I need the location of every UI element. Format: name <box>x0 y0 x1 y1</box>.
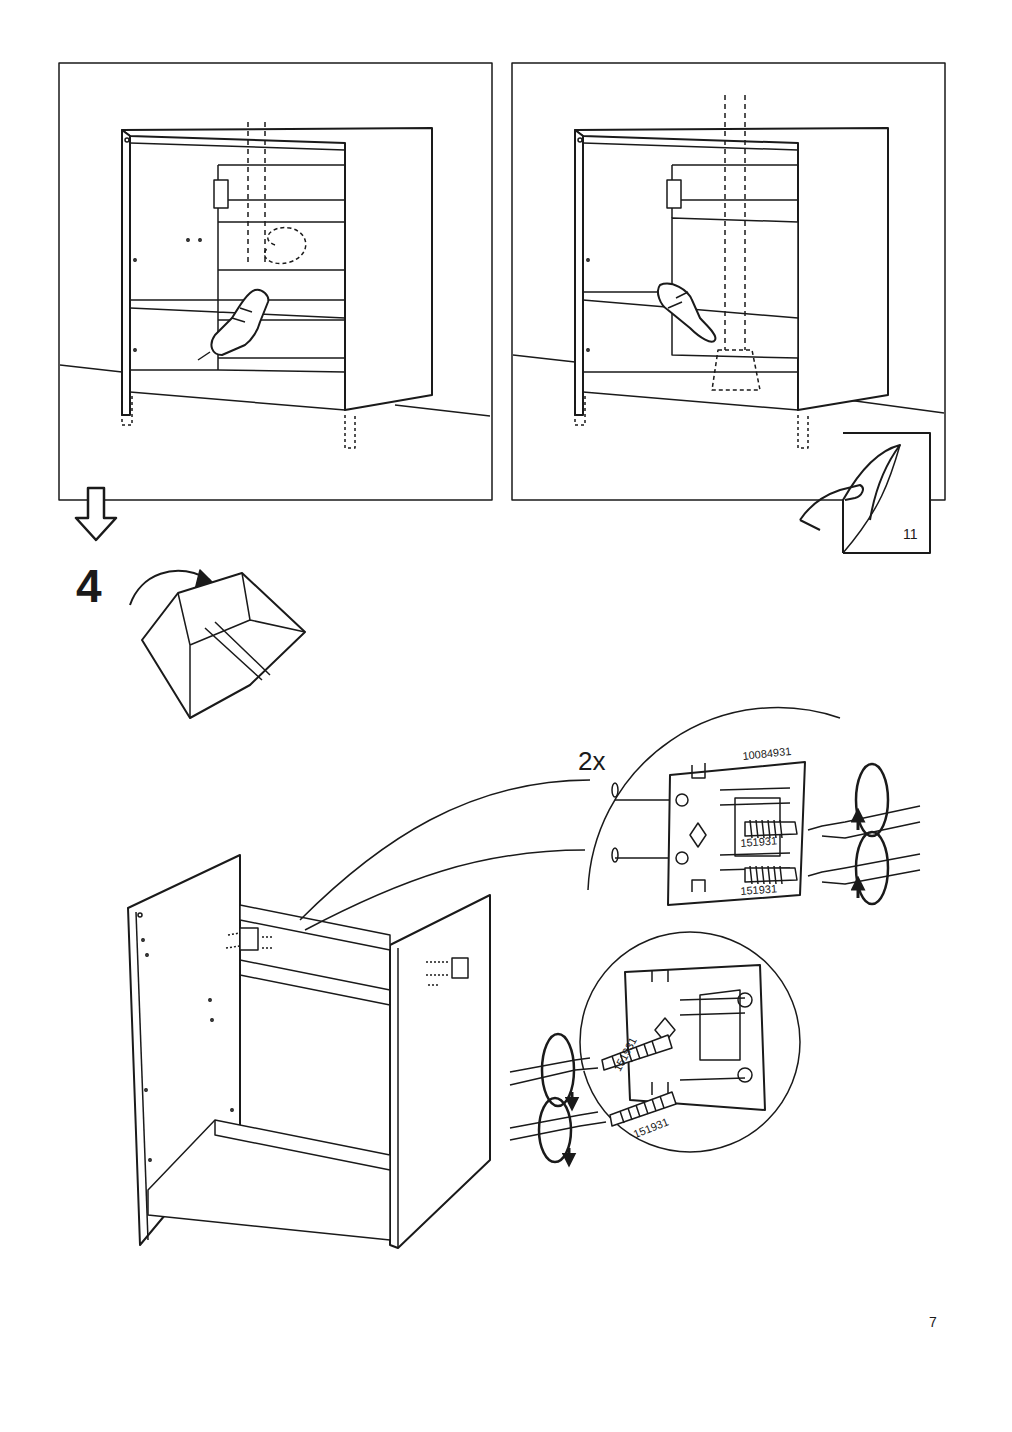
next-arrow <box>76 488 116 540</box>
part-number: 151931 <box>612 1036 639 1074</box>
page-turn-icon <box>800 433 930 553</box>
part-number: 151931 <box>740 835 777 849</box>
detail-callout <box>510 932 800 1162</box>
cabinet-upside-down <box>128 855 490 1248</box>
panel-frame <box>59 63 492 500</box>
step-number: 4 <box>76 563 102 609</box>
pointing-hand <box>211 290 268 355</box>
part-number: 10084931 <box>742 746 792 762</box>
part-number: 151931 <box>632 1116 670 1140</box>
flip-cabinet-icon <box>130 570 305 718</box>
detail-callout <box>588 708 920 905</box>
callout-leader <box>305 850 585 930</box>
cabinet-left <box>60 122 490 448</box>
page-reference: 11 <box>903 527 918 541</box>
pointing-hand <box>658 284 715 342</box>
cabinet-right <box>513 95 944 448</box>
page-number: 7 <box>929 1315 937 1329</box>
quantity-label: 2x <box>578 748 605 774</box>
callout-leader <box>300 780 590 920</box>
part-number: 151931 <box>740 883 777 897</box>
